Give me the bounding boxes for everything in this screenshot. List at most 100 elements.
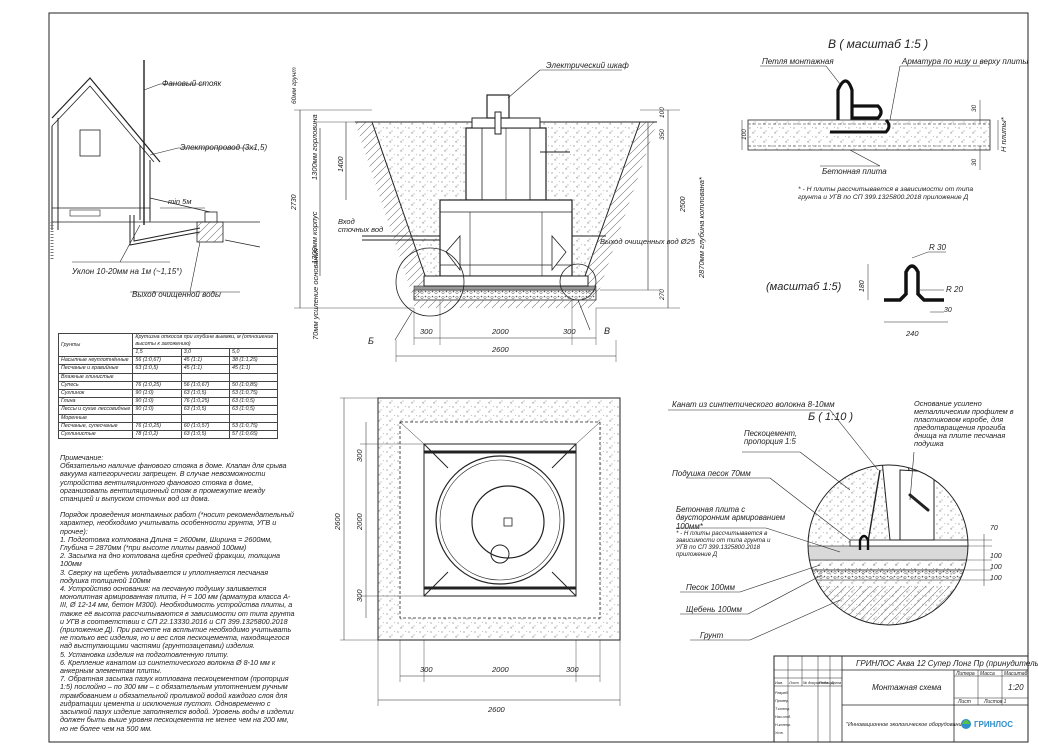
sand-label: Песок 100мм bbox=[686, 583, 735, 592]
h180-label: 180 bbox=[859, 280, 866, 292]
notes-step-6: 6. Крепление канатом из синтетического в… bbox=[60, 657, 276, 676]
outlet-label-section: Выход очищенных вод Ø25 bbox=[600, 237, 696, 246]
plan-dim-300b: 300 bbox=[355, 589, 364, 602]
hook-detail: (масштаб 1:5) R 30 R 20 180 30 240 bbox=[766, 243, 963, 338]
slab-label: Бетонная плита bbox=[822, 167, 887, 176]
notes-block: Примечание: Обязательно наличие фанового… bbox=[60, 453, 296, 733]
inlet-text-block: Вход сточных вод bbox=[338, 217, 384, 234]
notes-step-3: 3. Сверху на щебень укладывается и уплот… bbox=[60, 567, 269, 585]
min-distance-label: min 5м bbox=[168, 197, 191, 206]
detail-v: В ( масштаб 1:5 ) Петля монтажная Армату… bbox=[741, 37, 1028, 176]
dim-2730: 2730 bbox=[291, 194, 298, 211]
dim-b-100c: 100 bbox=[990, 575, 1002, 582]
h-slab-label: H плиты* bbox=[999, 116, 1008, 152]
slab-b-label: Бетонная плита с двусторонним армировани… bbox=[676, 505, 786, 531]
vent-stack-label: Фановый стояк bbox=[162, 79, 223, 88]
gravel-label: Щебень 100мм bbox=[686, 605, 743, 614]
tb-left-1: Лист bbox=[788, 681, 799, 685]
base-label: 70мм усиление основания bbox=[311, 248, 320, 340]
greenlos-logo: ГРИНЛОС bbox=[961, 719, 1013, 729]
notes-step-2: 2. Засыпка на дно котлована щебня средне… bbox=[60, 551, 281, 569]
notes-order: Порядок проведения монтажных работ (*нос… bbox=[60, 510, 294, 536]
dim-w300a: 300 bbox=[420, 327, 433, 336]
sheets-label: Листов 1 bbox=[983, 699, 1007, 705]
hook-title: (масштаб 1:5) bbox=[766, 281, 842, 293]
plan-dim-w300a: 300 bbox=[420, 665, 433, 674]
tb-role-5: Утв. bbox=[775, 731, 784, 735]
table-row: Влажные глинистые bbox=[57, 372, 279, 382]
dim-350: 350 bbox=[659, 129, 666, 140]
notes-title: Примечание: bbox=[60, 453, 104, 462]
plan-dim-w2600: 2600 bbox=[487, 705, 506, 714]
power-cable-label: Электропровод (3х1,5) bbox=[180, 143, 267, 152]
soil-table-wrapper: Грунты Крутизна откосов при глубине выем… bbox=[57, 332, 284, 440]
neck-label: 1300мм горловина bbox=[310, 114, 319, 180]
slope-label: Уклон 10-20мм на 1м (~1,15°) bbox=[71, 267, 182, 276]
soil-table-depth-0: 1,5 bbox=[132, 347, 182, 358]
depth-label: 2870мм глубина котлована* bbox=[697, 176, 706, 279]
plan-view: 300 2000 300 2600 300 2000 300 2600 bbox=[333, 397, 621, 714]
tb-role-1: Провер. bbox=[775, 699, 789, 703]
soil-table-depth-2: 5,0 bbox=[229, 347, 279, 358]
dim-v-100: 100 bbox=[741, 129, 748, 140]
tb-role-2: Т.контр. bbox=[775, 707, 790, 711]
plan-dim-w300b: 300 bbox=[566, 665, 579, 674]
dim-v-30a: 30 bbox=[971, 104, 978, 112]
sheet-name: Монтажная схема bbox=[872, 683, 942, 692]
body-label: 1300мм корпус bbox=[310, 211, 319, 264]
soil-table-depth-1: 3,0 bbox=[180, 347, 231, 358]
dim-270: 270 bbox=[659, 289, 666, 301]
company-name: "Инновационное экологическое оборудовани… bbox=[846, 722, 968, 728]
dim-v-30b: 30 bbox=[971, 158, 978, 166]
pillow-label: Подушка песок 70мм bbox=[672, 469, 751, 478]
tb-left-4: Дата bbox=[830, 681, 841, 685]
sheet-label: Лист bbox=[957, 699, 971, 705]
w240-label: 240 bbox=[905, 329, 919, 338]
dim-2500: 2500 bbox=[680, 196, 687, 213]
callout-b: Б bbox=[368, 336, 374, 346]
outlet-label: Выход очищенной воды bbox=[132, 290, 221, 299]
slab-b-note: * - Н плиты рассчитывается в зависимости… bbox=[676, 530, 771, 558]
soil-table-header-1: Крутизна откосов при глубине выемки, м (… bbox=[132, 333, 279, 349]
notes-step-4: 4. Устройство основания: на песчаную под… bbox=[60, 584, 295, 651]
dim-b-100a: 100 bbox=[990, 553, 1002, 560]
product-name: ГРИНЛОС Аква 12 Супер Лонг Пр (принудите… bbox=[856, 659, 1038, 668]
top-soil-label: 60мм грунт bbox=[291, 67, 298, 104]
scale-label: Масштаб bbox=[1004, 671, 1028, 677]
title-block: ГРИНЛОС Аква 12 Супер Лонг Пр (принудите… bbox=[773, 655, 1038, 743]
r30-label: R 30 bbox=[929, 243, 946, 252]
sheet-frame bbox=[48, 12, 1029, 743]
foundation-label: Основание усилено металлическим профилем… bbox=[914, 399, 1014, 448]
plan-dim-300a: 300 bbox=[355, 449, 364, 462]
logo-text: ГРИНЛОС bbox=[974, 720, 1013, 729]
notes-step-5: 5. Установка изделия на подготовленную п… bbox=[60, 649, 229, 659]
tb-left-0: Изм. bbox=[775, 681, 783, 685]
rope-label: Канат из синтетического волокна 8-10мм bbox=[672, 400, 835, 409]
cabinet-label: Электрический шкаф bbox=[546, 61, 629, 70]
lit-label: Литера bbox=[955, 671, 975, 677]
soil-table: Грунты Крутизна откосов при глубине выем… bbox=[57, 332, 279, 440]
detail-v-title: В ( масштаб 1:5 ) bbox=[828, 37, 928, 51]
dim-w300b: 300 bbox=[563, 327, 576, 336]
plan-dim-2600v: 2600 bbox=[333, 512, 342, 531]
loop-label: Петля монтажная bbox=[762, 57, 834, 66]
scale-value: 1:20 bbox=[1008, 683, 1024, 692]
rebar-label: Арматура по низу и верху плиты bbox=[901, 57, 1028, 66]
dim-1400: 1400 bbox=[338, 156, 345, 172]
notes-step-1: 1. Подготовка котлована Длина = 2600мм, … bbox=[60, 534, 273, 553]
dim-100: 100 bbox=[659, 107, 666, 118]
notes-note1: Обязательно наличие фанового стояка в до… bbox=[60, 461, 287, 504]
soil-table-header-0: Грунты bbox=[57, 332, 134, 358]
table-row: Моренные bbox=[57, 413, 279, 423]
tb-left-3: Подпись bbox=[819, 681, 834, 685]
dim-w2600: 2600 bbox=[491, 345, 510, 354]
ground-label: Грунт bbox=[700, 631, 724, 640]
